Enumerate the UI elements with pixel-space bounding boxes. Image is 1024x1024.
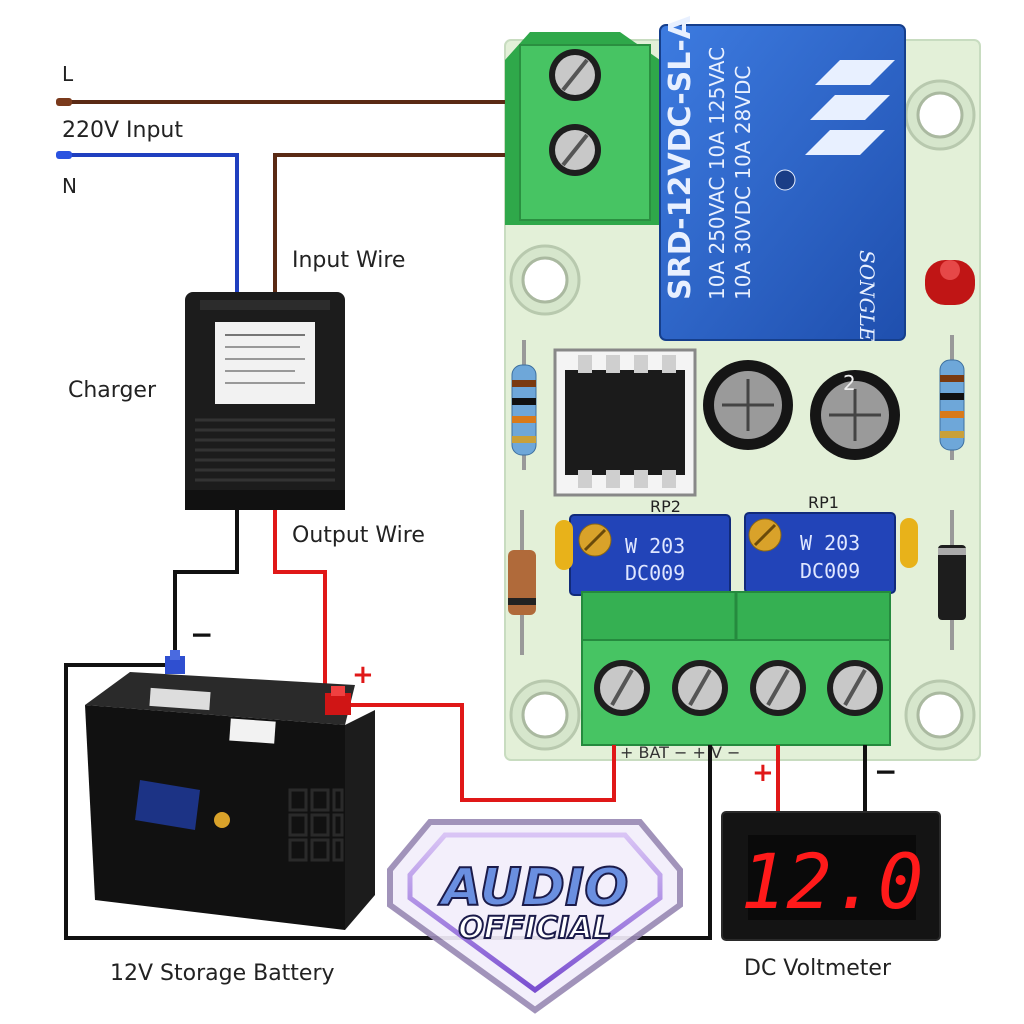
label-line: L bbox=[62, 62, 74, 86]
label-input-wire: Input Wire bbox=[292, 248, 406, 273]
mounting-hole bbox=[509, 679, 581, 751]
charger-negative-wire bbox=[173, 505, 239, 660]
ceramic-capacitor bbox=[900, 518, 918, 568]
relay: SRD-12VDC-SL-A 10A 250VAC 10A 125VAC 10A… bbox=[659, 15, 906, 342]
pot-marking-text: W 203 bbox=[800, 531, 860, 555]
diode bbox=[508, 510, 536, 655]
resistor bbox=[511, 340, 537, 470]
potentiometer: W 203 DC009 bbox=[569, 514, 731, 596]
battery-negative-terminal bbox=[165, 650, 185, 674]
output-terminal-block: + BAT − + V − bbox=[581, 591, 891, 762]
label-charger: Charger bbox=[68, 378, 156, 403]
potentiometer: W 203 DC009 bbox=[744, 512, 896, 594]
charger-transformer bbox=[185, 292, 345, 510]
ic-chip bbox=[553, 348, 697, 497]
capacitor: 2 bbox=[810, 370, 900, 460]
pot-marking-text: W 203 bbox=[625, 534, 685, 558]
battery bbox=[85, 650, 375, 930]
relay-rating-text: 10A 30VDC 10A 28VDC bbox=[731, 66, 755, 300]
ac-terminal-block bbox=[505, 32, 660, 225]
dc-voltmeter: 12.0 bbox=[721, 811, 941, 941]
capacitor-value-text: 2 bbox=[843, 371, 856, 395]
battery-positive-terminal bbox=[325, 686, 351, 715]
mounting-hole bbox=[509, 244, 581, 316]
label-battery: 12V Storage Battery bbox=[110, 961, 335, 986]
watermark-text-audio: AUDIO bbox=[438, 858, 629, 918]
relay-rating-text: 10A 250VAC 10A 125VAC bbox=[705, 47, 729, 300]
mounting-hole bbox=[904, 679, 976, 751]
voltmeter-negative-sign: − bbox=[874, 755, 898, 788]
audio-official-watermark: AUDIO OFFICIAL bbox=[387, 819, 683, 1014]
resistor bbox=[939, 335, 965, 460]
capacitor bbox=[703, 360, 793, 450]
ceramic-capacitor bbox=[555, 520, 573, 570]
led-indicator bbox=[925, 260, 975, 305]
voltmeter-positive-sign: + bbox=[752, 758, 774, 788]
label-voltmeter: DC Voltmeter bbox=[744, 956, 892, 981]
battery-positive-wire bbox=[345, 703, 616, 802]
pot-marking-text: DC009 bbox=[800, 559, 860, 583]
label-output-wire: Output Wire bbox=[292, 523, 425, 548]
label-input-voltage: 220V Input bbox=[62, 118, 183, 143]
pcb-board: SRD-12VDC-SL-A 10A 250VAC 10A 125VAC 10A… bbox=[504, 15, 981, 762]
neutral-wire-tip bbox=[56, 151, 72, 159]
terminal-label-text: + BAT − + V − bbox=[620, 743, 740, 762]
charger-positive-wire bbox=[273, 505, 327, 692]
pot-rp2-label: RP2 bbox=[650, 497, 681, 516]
pot-rp1-label: RP1 bbox=[808, 493, 839, 512]
relay-brand-text: SONGLE bbox=[855, 250, 879, 342]
voltmeter-reading: 12.0 bbox=[740, 837, 923, 926]
mounting-hole bbox=[904, 79, 976, 151]
pot-marking-text: DC009 bbox=[625, 561, 685, 585]
diode bbox=[938, 510, 966, 650]
battery-negative-sign: − bbox=[190, 618, 214, 651]
live-branch-wire bbox=[273, 153, 505, 295]
label-neutral: N bbox=[62, 174, 77, 198]
songle-logo-icon bbox=[805, 60, 895, 155]
watermark-text-official: OFFICIAL bbox=[458, 911, 611, 946]
battery-negative-wire bbox=[64, 663, 712, 940]
relay-model-text: SRD-12VDC-SL-A bbox=[663, 15, 698, 300]
live-wire-tip bbox=[56, 98, 72, 106]
battery-positive-sign: + bbox=[352, 660, 374, 690]
neutral-wire bbox=[62, 153, 239, 295]
wires bbox=[62, 100, 867, 940]
